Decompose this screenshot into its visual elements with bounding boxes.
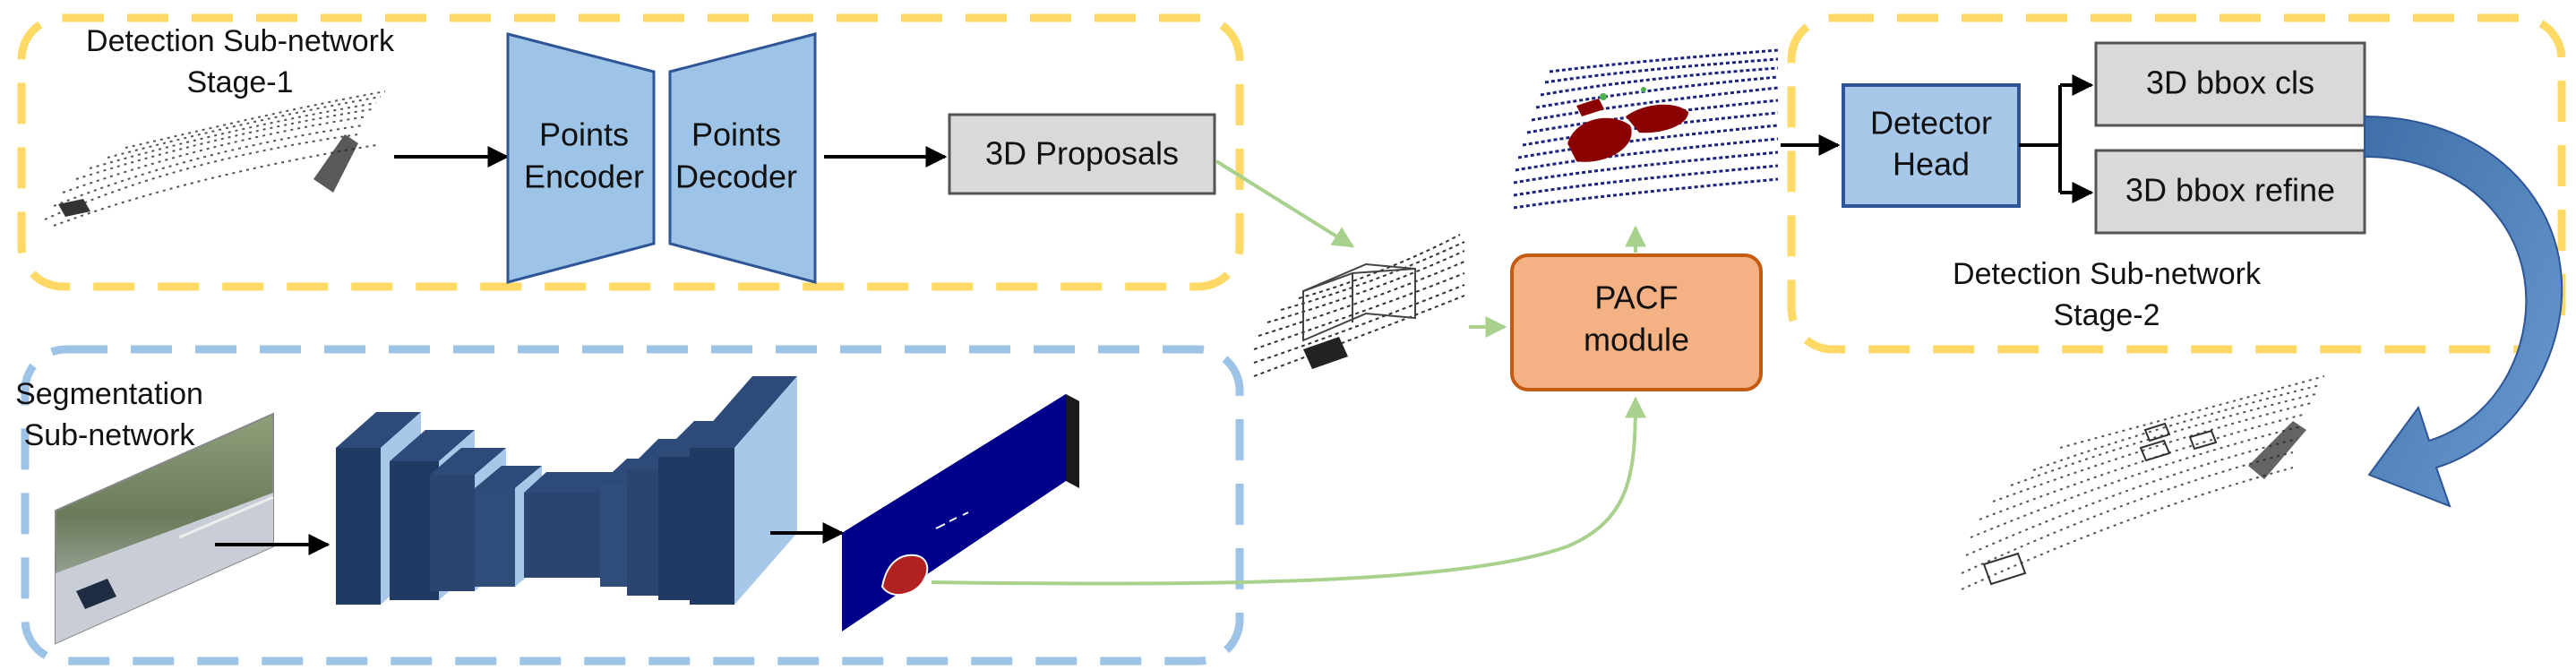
- arrow-segmap-to-pacf: [931, 396, 1646, 586]
- 3d-proposals-box: 3D Proposals: [948, 113, 1216, 195]
- pacf-label-line1: PACF: [1594, 279, 1678, 316]
- stage2-title-line1: Detection Sub-network: [1953, 257, 2262, 291]
- bbox-cls-box: 3D bbox cls: [2094, 41, 2366, 127]
- detector-head-label-line2: Head: [1893, 146, 1970, 183]
- points-decoder-block: Points Decoder: [668, 32, 817, 284]
- segmentation-title-line2: Sub-network: [24, 418, 196, 452]
- proposal-crops-cloud: [1253, 234, 1465, 377]
- bbox-refine-label: 3D bbox refine: [2125, 172, 2335, 209]
- arrow-proposals-to-crops: [1215, 159, 1355, 248]
- output-point-cloud: [1961, 375, 2325, 590]
- segmentation-group-box: [21, 345, 1244, 666]
- proposals-label: 3D Proposals: [985, 135, 1179, 172]
- decoder-label-line1: Points: [691, 116, 781, 153]
- stage1-title-line1: Detection Sub-network: [86, 24, 395, 58]
- points-encoder-block: Points Encoder: [506, 32, 656, 284]
- fused-point-cloud: [1513, 48, 1779, 210]
- pacf-module-box: PACF module: [1510, 253, 1763, 391]
- detector-head-label-line1: Detector: [1870, 105, 1992, 142]
- detector-head-box: Detector Head: [1842, 83, 2021, 208]
- encoder-label-line1: Points: [539, 116, 629, 153]
- decoder-label-line2: Decoder: [675, 159, 797, 195]
- bbox-cls-label: 3D bbox cls: [2146, 64, 2314, 101]
- camera-image: [55, 412, 274, 645]
- pacf-label-line2: module: [1584, 322, 1689, 358]
- segmentation-cnn: [336, 376, 797, 605]
- bbox-refine-box: 3D bbox refine: [2094, 149, 2366, 235]
- segmentation-map: [842, 394, 1079, 631]
- branch-arrows: [2019, 74, 2094, 203]
- stage1-group-box: [17, 13, 1244, 291]
- stage2-title-line2: Stage-2: [2053, 298, 2160, 332]
- output-curved-arrow: [2364, 115, 2563, 508]
- stage2-group-box: [1787, 13, 2566, 354]
- encoder-label-line2: Encoder: [524, 159, 644, 195]
- input-point-cloud-1: [44, 90, 386, 227]
- car-mask: [880, 554, 929, 596]
- segmentation-title-line1: Segmentation: [15, 377, 203, 411]
- stage1-title-line2: Stage-1: [186, 65, 293, 99]
